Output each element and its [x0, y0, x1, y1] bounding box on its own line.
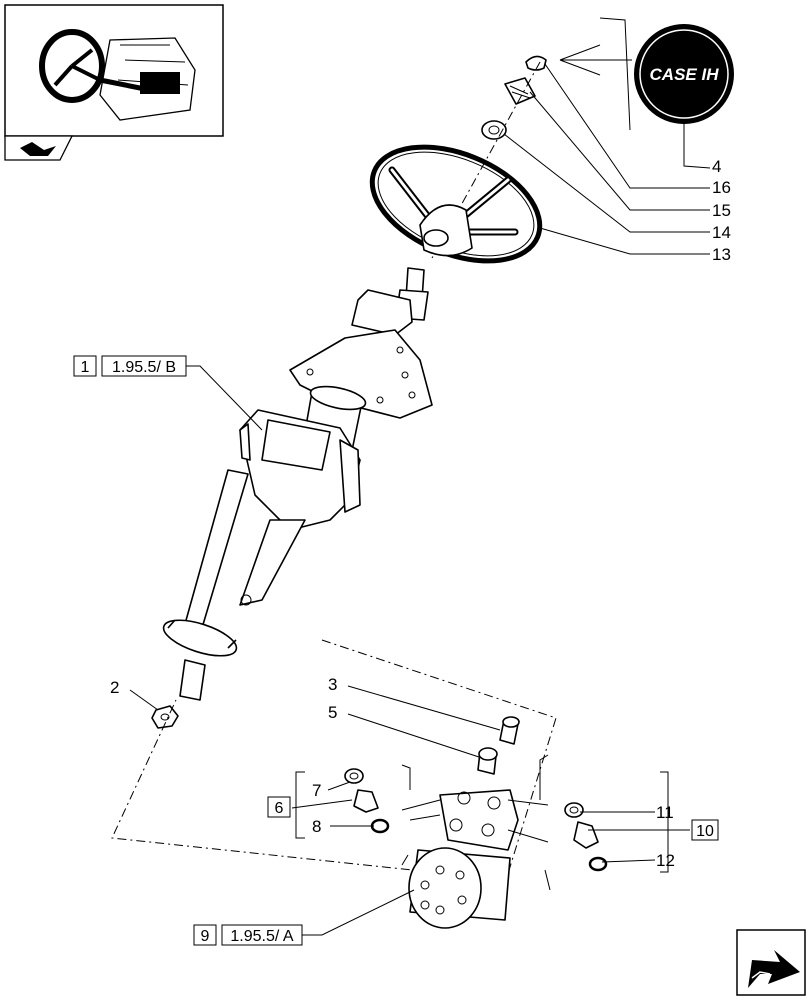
- group-box-6[interactable]: 6: [267, 796, 291, 818]
- callout-8: 8: [312, 817, 321, 836]
- ref-link-1-95-5-b[interactable]: 1 1.95.5/ B: [73, 355, 187, 377]
- next-page-button[interactable]: [736, 929, 806, 996]
- group-6-num: 6: [275, 800, 284, 817]
- callout-16: 16: [712, 178, 731, 197]
- ref-b-code: 1.95.5/ B: [112, 359, 176, 376]
- part-12-oring[interactable]: [588, 856, 608, 872]
- part-3-screw[interactable]: [499, 716, 520, 745]
- callout-12: 12: [656, 851, 675, 870]
- right-fitting[interactable]: [573, 821, 599, 849]
- part-2-nut[interactable]: [151, 705, 179, 729]
- group-box-10[interactable]: 10: [691, 819, 719, 841]
- tractor-steering-thumbnail-icon: [39, 29, 196, 121]
- steering-column[interactable]: [160, 267, 433, 701]
- callout-2: 2: [110, 678, 119, 697]
- part-15-nut[interactable]: [504, 77, 536, 105]
- callout-4: 4: [712, 157, 721, 176]
- steering-motor[interactable]: [408, 789, 519, 929]
- callout-7: 7: [312, 781, 321, 800]
- callout-13: 13: [712, 245, 731, 264]
- book-hand-icon: [20, 142, 56, 156]
- logo-text: CASE IH: [650, 65, 720, 84]
- part-5-plug[interactable]: [477, 747, 498, 775]
- group-10-num: 10: [696, 823, 714, 840]
- case-ih-logo: CASE IH: [634, 24, 734, 124]
- next-page-arrow-icon: [748, 950, 800, 988]
- ref-a-code: 1.95.5/ A: [230, 928, 293, 945]
- part-16-cap[interactable]: [525, 55, 547, 71]
- callout-14: 14: [712, 223, 731, 242]
- ref-a-num: 9: [201, 928, 210, 945]
- steering-wheel[interactable]: [356, 125, 557, 284]
- part-8-oring[interactable]: [370, 818, 390, 834]
- part-7-washer[interactable]: [344, 768, 364, 784]
- callout-3: 3: [328, 675, 337, 694]
- callout-5: 5: [328, 703, 337, 722]
- callout-11: 11: [656, 803, 674, 822]
- ref-link-1-95-5-a[interactable]: 9 1.95.5/ A: [193, 924, 303, 946]
- thumbnail-frame[interactable]: [4, 4, 224, 161]
- part-11-washer[interactable]: [564, 802, 584, 818]
- callout-15: 15: [712, 201, 731, 220]
- left-fitting[interactable]: [353, 789, 379, 813]
- ref-b-num: 1: [81, 359, 90, 376]
